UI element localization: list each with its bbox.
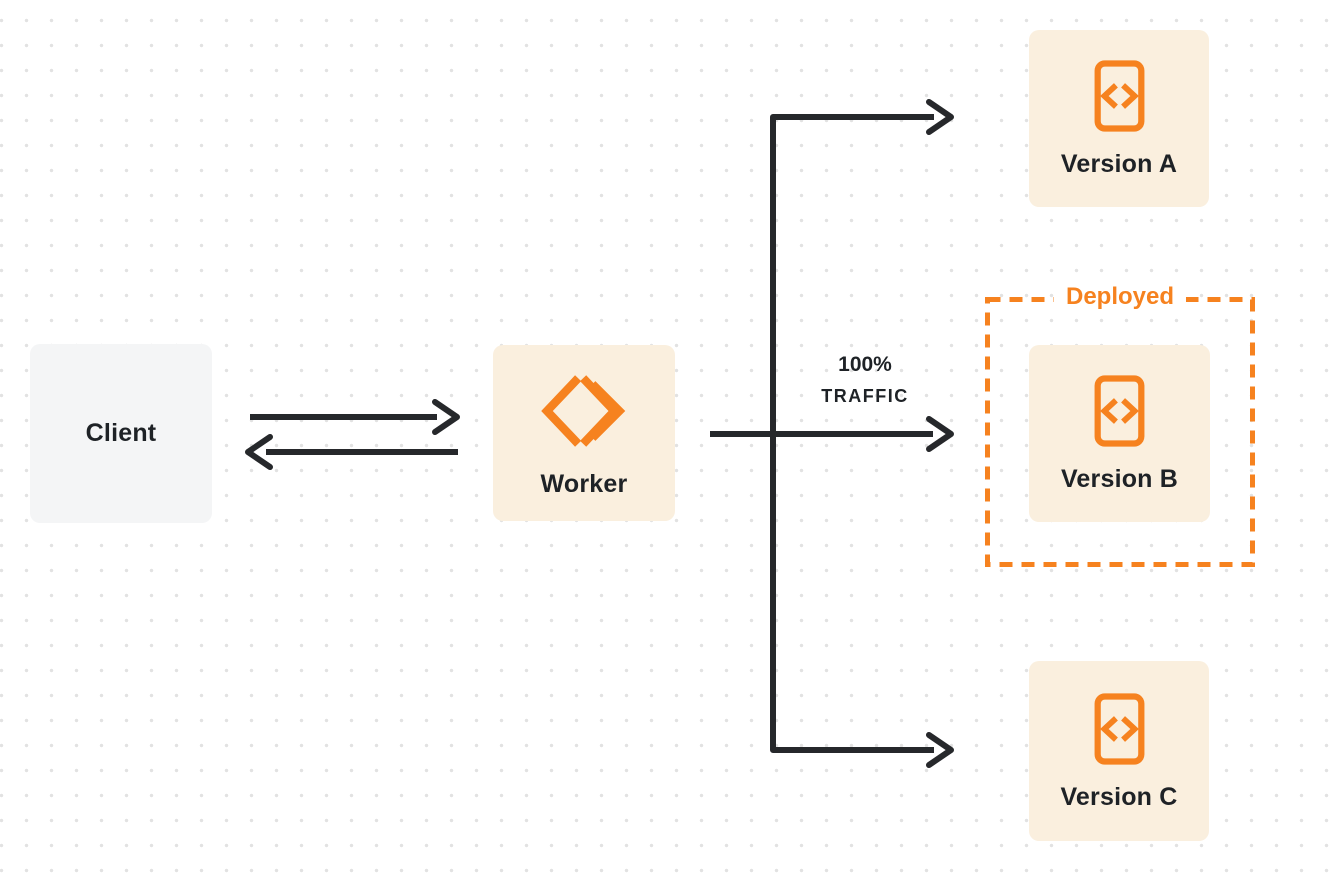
arrow-worker-to-version-b	[710, 416, 954, 452]
arrowhead-to-version-a	[926, 99, 954, 135]
arrow-worker-to-client	[245, 434, 458, 470]
version-b-label: Version B	[1060, 465, 1179, 493]
traffic-annotation: 100% TRAFFIC	[775, 350, 955, 412]
client-node: Client	[30, 344, 212, 523]
worker-node: Worker	[493, 345, 675, 521]
worker-node-label: Worker	[540, 469, 628, 498]
traffic-percent-text: 100%	[838, 353, 892, 376]
code-document-icon	[1091, 373, 1148, 449]
branch-line-vertical	[770, 114, 934, 753]
arrow-client-to-worker	[250, 399, 460, 435]
version-a-node: Version A	[1029, 30, 1209, 207]
code-document-icon	[1091, 691, 1148, 767]
deployed-label: Deployed	[1053, 281, 1187, 313]
traffic-word-text: TRAFFIC	[821, 386, 909, 406]
workers-logo-icon	[540, 374, 628, 448]
code-document-icon	[1091, 58, 1148, 134]
version-a-label: Version A	[1060, 150, 1178, 178]
arrowhead-to-version-c	[926, 732, 954, 768]
client-node-label: Client	[85, 419, 157, 447]
deployed-container: Deployed Version B	[985, 281, 1255, 567]
version-c-label: Version C	[1060, 782, 1178, 811]
version-c-node: Version C	[1029, 661, 1209, 841]
version-b-node: Version B	[1029, 345, 1210, 522]
